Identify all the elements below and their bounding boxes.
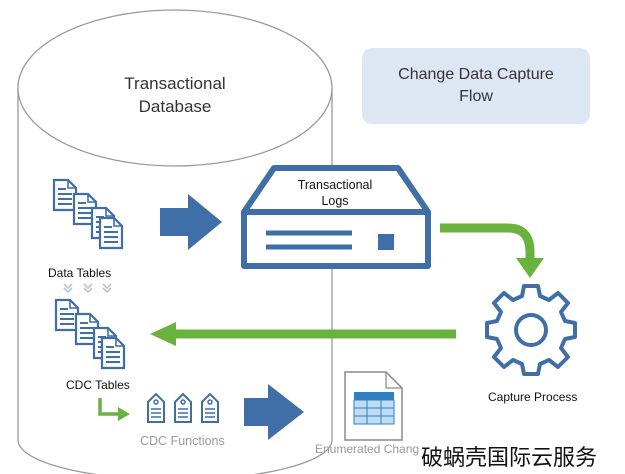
green-return-arrow (150, 322, 456, 346)
data-tables-icon (52, 178, 124, 250)
watermark-text: 破蜗壳国际云服务 (419, 440, 600, 472)
server-icon (241, 165, 431, 269)
arrow-right-icon (244, 384, 304, 440)
database-cylinder (17, 9, 333, 474)
green-small-arrow (98, 398, 130, 421)
logs-label: Transactional Logs (297, 178, 373, 208)
flow-title-box (362, 48, 590, 124)
flow-title: Change Data Capture Flow (398, 66, 554, 105)
arrow-right-icon (160, 194, 222, 250)
cdc-functions-label: CDC Functions (140, 434, 225, 448)
capture-process-label: Capture Process (488, 390, 578, 404)
database-title: Transactional Database (124, 74, 226, 116)
gear-icon (485, 284, 577, 376)
tag-icon (147, 393, 219, 423)
cdc-tables-label: CDC Tables (66, 378, 130, 392)
enumerated-changes-label: Enumerated Changes (315, 442, 432, 456)
data-tables-label: Data Tables (48, 266, 112, 280)
green-elbow-arrow (440, 223, 544, 278)
cdc-tables-icon (54, 298, 126, 370)
table-icon (344, 371, 403, 441)
chevron-down-icon (63, 283, 112, 293)
